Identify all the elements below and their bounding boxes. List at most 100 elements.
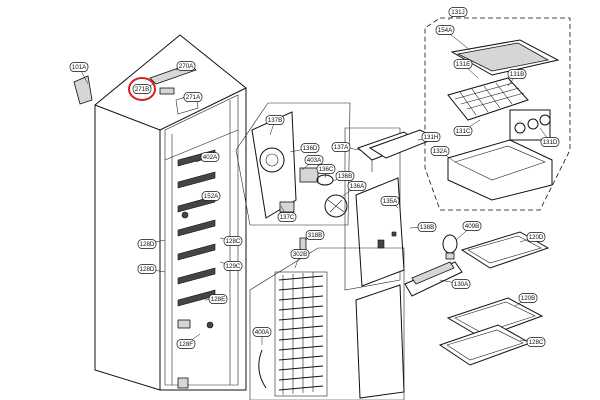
label-box: [200, 152, 220, 162]
part-number-text: 136D: [303, 145, 318, 152]
part-number-text: 129C: [226, 263, 241, 270]
part-number-text: 271A: [186, 94, 201, 101]
label-box: [201, 191, 221, 201]
part-label-129c: 129C: [219, 261, 243, 271]
part-number-text: 409B: [465, 223, 479, 230]
part-label-136d: 136D: [289, 143, 320, 153]
part-label-271b: 271B: [132, 83, 155, 94]
part-label-400a: 400A: [252, 327, 272, 345]
part-label-403a: 403A: [301, 155, 324, 171]
label-box: [421, 132, 441, 142]
part-label-135a: 135A: [380, 196, 400, 209]
label-box: [451, 279, 471, 289]
part-number-text: 137B: [268, 117, 282, 124]
refrigerator-cabinet: [73, 34, 247, 391]
part-label-128f: 128F: [176, 333, 201, 349]
part-label-136b: 136B: [332, 171, 355, 182]
label-box: [507, 69, 527, 79]
part-number-text: 135A: [383, 198, 398, 205]
part-label-128d-mid: 128D: [137, 264, 166, 274]
label-box: [448, 7, 468, 17]
part-label-137b: 137B: [265, 115, 285, 136]
part-label-409b: 409B: [455, 221, 482, 241]
part-number-text: 120D: [529, 234, 544, 241]
part-label-131j: 131J: [447, 7, 468, 21]
label-box: [331, 142, 351, 152]
part-label-402a: 402A: [195, 152, 220, 163]
label-box: [223, 261, 243, 271]
part-label-138b: 138B: [409, 222, 437, 232]
part-number-text: 318B: [308, 232, 322, 239]
part-number-text: 302B: [293, 251, 307, 258]
label-box: [453, 126, 473, 136]
label-box: [223, 236, 243, 246]
part-number-text: 128D: [140, 266, 155, 273]
part-label-120d: 120D: [519, 232, 546, 243]
part-number-text: 128C: [226, 238, 241, 245]
label-box: [430, 146, 450, 156]
part-number-text: 400A: [255, 329, 270, 336]
label-box: [380, 196, 400, 206]
part-label-132a: 132A: [430, 146, 456, 163]
evaporator-fan-module: [235, 102, 351, 226]
evaporator-coil: [249, 237, 405, 400]
part-label-101a: 101A: [69, 62, 89, 85]
part-label-128d-top: 128D: [137, 239, 166, 249]
part-label-137a: 137A: [331, 142, 361, 152]
label-box: [462, 221, 482, 231]
glass-shelves: [404, 231, 550, 366]
part-number-text: 131C: [456, 128, 471, 135]
part-label-131h: 131H: [417, 132, 441, 142]
part-label-128e: 128E: [204, 294, 228, 304]
part-number-text: 131H: [424, 134, 439, 141]
part-label-130a: 130A: [439, 279, 471, 289]
part-number-text: 136C: [319, 166, 334, 173]
label-box: [265, 115, 285, 125]
part-number-text: 137A: [334, 144, 349, 151]
label-box: [176, 61, 196, 71]
part-number-text: 403A: [307, 157, 322, 164]
part-number-text: 131B: [510, 71, 524, 78]
label-box: [300, 143, 320, 153]
part-label-120b: 120B: [514, 293, 538, 307]
part-number-text: 101A: [72, 64, 87, 71]
label-box: [335, 171, 355, 181]
part-number-text: 137C: [280, 214, 295, 221]
label-box: [304, 155, 324, 165]
label-box: [176, 339, 196, 349]
part-label-271a: 271A: [181, 92, 203, 102]
part-label-302b: 302B: [290, 249, 310, 269]
part-number-text: 128E: [211, 296, 225, 303]
part-label-131b: 131B: [507, 69, 527, 87]
part-number-text: 128F: [179, 341, 193, 348]
part-number-text: 152A: [204, 193, 219, 200]
label-box: [132, 84, 152, 94]
part-label-128c-1: 128C: [219, 236, 243, 246]
part-number-text: 131J: [451, 9, 464, 16]
part-label-136a: 136A: [342, 181, 367, 197]
part-number-text: 120B: [521, 295, 535, 302]
part-number-text: 132A: [433, 148, 448, 155]
label-box: [453, 59, 473, 69]
label-box: [137, 264, 157, 274]
part-number-text: 270A: [179, 63, 194, 70]
part-number-text: 271B: [135, 86, 149, 93]
highlight-circle: [128, 77, 156, 101]
label-box: [290, 249, 310, 259]
label-box: [277, 212, 297, 222]
label-box: [208, 294, 228, 304]
part-label-136c: 136C: [316, 164, 336, 179]
label-box: [252, 327, 272, 337]
label-box: [518, 293, 538, 303]
part-label-318b: 318B: [304, 230, 325, 241]
part-label-154a: 154A: [435, 25, 471, 51]
part-number-text: 136A: [350, 183, 365, 190]
label-box: [435, 25, 455, 35]
part-number-text: 154A: [438, 27, 453, 34]
part-number-text: 128C: [529, 339, 544, 346]
part-label-131c: 131C: [453, 119, 481, 136]
part-label-270a: 270A: [175, 61, 196, 71]
label-box: [417, 222, 437, 232]
label-box: [347, 181, 367, 191]
